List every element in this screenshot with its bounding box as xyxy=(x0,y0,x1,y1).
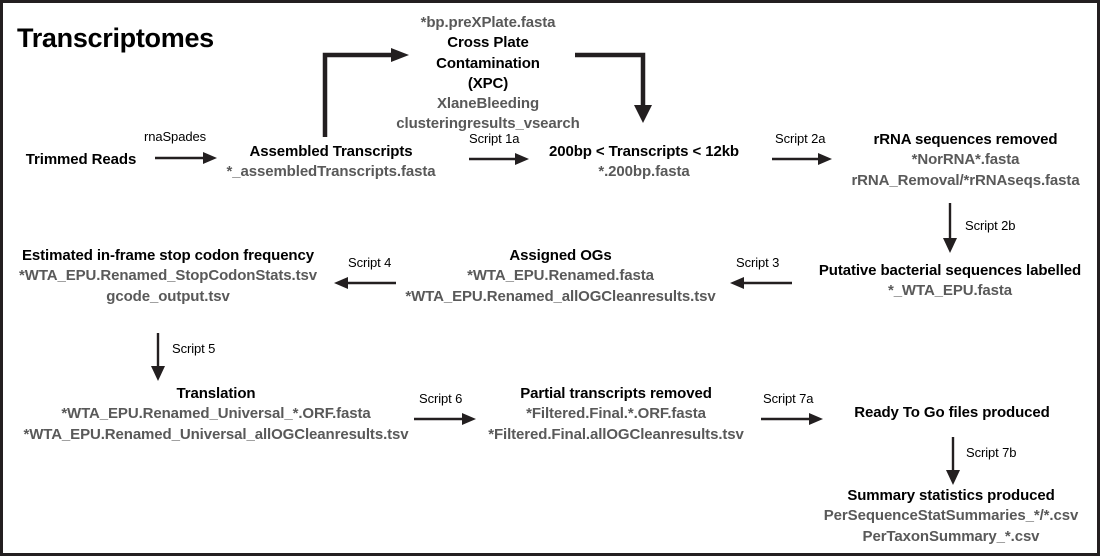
arrow-script-7b xyxy=(944,437,962,485)
node-title: Estimated in-frame stop codon frequency xyxy=(22,247,314,264)
node-size-filtered: 200bp < Transcripts < 12kb *.200bp.fasta xyxy=(534,142,754,183)
edge-label-script-2a: Script 2a xyxy=(775,131,826,146)
edge-label-script-7b: Script 7b xyxy=(966,445,1017,460)
node-file: *Filtered.Final.allOGCleanresults.tsv xyxy=(488,425,744,443)
node-file: PerSequenceStatSummaries_*/*.csv xyxy=(823,507,1079,525)
node-title-line-2: Contamination xyxy=(436,54,540,72)
node-file: PerTaxonSummary_*.csv xyxy=(862,527,1040,545)
node-trimmed-reads: Trimmed Reads xyxy=(11,150,151,170)
arrow-to-xpc xyxy=(321,45,409,137)
edge-label-script-7a: Script 7a xyxy=(763,391,814,406)
node-title: Putative bacterial sequences labelled xyxy=(818,262,1082,279)
node-file: *_assembledTranscripts.fasta xyxy=(226,163,436,181)
edge-label-script-5: Script 5 xyxy=(172,341,216,356)
edge-label-script-4: Script 4 xyxy=(348,255,392,270)
node-stop-codon-frequency: Estimated in-frame stop codon frequency … xyxy=(5,246,331,307)
arrow-from-xpc xyxy=(575,45,661,123)
node-file: *_WTA_EPU.fasta xyxy=(887,282,1013,300)
node-rrna-removed: rRNA sequences removed *NorRNA*.fasta rR… xyxy=(833,130,1097,191)
node-file: *WTA_EPU.Renamed_Universal_*.ORF.fasta xyxy=(61,405,371,423)
node-title-line-1: Cross Plate xyxy=(447,34,529,52)
node-file: *WTA_EPU.Renamed_allOGCleanresults.tsv xyxy=(405,287,716,305)
node-title: Translation xyxy=(176,385,256,402)
arrow-script-4 xyxy=(334,275,396,291)
node-cross-plate-contamination: *bp.preXPlate.fasta Cross Plate Contamin… xyxy=(395,13,581,135)
node-file: clusteringresults_vsearch xyxy=(396,115,580,133)
arrow-script-3 xyxy=(730,275,792,291)
node-title: Assembled Transcripts xyxy=(249,143,413,160)
arrow-script-2b xyxy=(941,203,959,253)
node-title: 200bp < Transcripts < 12kb xyxy=(549,143,739,160)
arrow-script-2a xyxy=(772,151,832,167)
node-file: *Filtered.Final.*.ORF.fasta xyxy=(526,405,706,423)
node-title: Trimmed Reads xyxy=(25,151,137,168)
edge-label-script-3: Script 3 xyxy=(736,255,780,270)
node-ready-to-go: Ready To Go files produced xyxy=(839,403,1065,423)
node-title-line-3: (XPC) xyxy=(467,74,509,92)
node-translation: Translation *WTA_EPU.Renamed_Universal_*… xyxy=(5,384,427,445)
page-title: Transcriptomes xyxy=(17,23,214,53)
node-title: Assigned OGs xyxy=(509,247,612,264)
edge-label-script-1a: Script 1a xyxy=(469,131,520,146)
arrow-script-6 xyxy=(414,411,476,427)
node-bacterial-labelled: Putative bacterial sequences labelled *_… xyxy=(803,261,1097,302)
arrow-script-1a xyxy=(469,151,529,167)
node-file: *bp.preXPlate.fasta xyxy=(420,14,556,31)
node-title: Partial transcripts removed xyxy=(520,385,712,402)
node-file: rRNA_Removal/*rRNAseqs.fasta xyxy=(851,171,1080,189)
node-file: *WTA_EPU.Renamed.fasta xyxy=(467,267,654,285)
edge-label-rnaspades: rnaSpades xyxy=(144,129,206,144)
arrow-script-5 xyxy=(149,333,167,381)
edge-label-script-6: Script 6 xyxy=(419,391,463,406)
node-file: XlaneBleeding xyxy=(436,95,540,112)
node-file: *NorRNA*.fasta xyxy=(911,151,1020,169)
node-file: *.200bp.fasta xyxy=(598,163,690,181)
arrow-script-7a xyxy=(761,411,823,427)
edge-label-script-2b: Script 2b xyxy=(965,218,1016,233)
node-title: rRNA sequences removed xyxy=(873,131,1058,148)
node-file: gcode_output.tsv xyxy=(106,287,230,305)
node-file: *WTA_EPU.Renamed_Universal_allOGCleanres… xyxy=(23,425,409,443)
arrow-rnaspades xyxy=(155,150,217,166)
node-title: Summary statistics produced xyxy=(847,487,1055,504)
node-summary-statistics: Summary statistics produced PerSequenceS… xyxy=(803,486,1097,547)
node-assembled-transcripts: Assembled Transcripts *_assembledTranscr… xyxy=(211,142,451,183)
node-file: *WTA_EPU.Renamed_StopCodonStats.tsv xyxy=(19,267,317,285)
node-assigned-ogs: Assigned OGs *WTA_EPU.Renamed.fasta *WTA… xyxy=(398,246,723,307)
node-partial-removed: Partial transcripts removed *Filtered.Fi… xyxy=(471,384,761,445)
node-title: Ready To Go files produced xyxy=(854,404,1050,421)
